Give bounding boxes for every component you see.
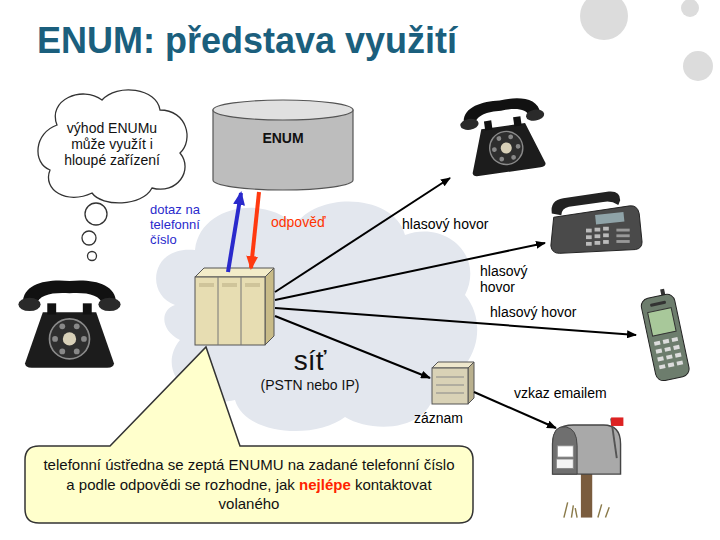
arrow-label: dotaz na telefonní číslo bbox=[150, 203, 222, 248]
line-label: hlasový hovor bbox=[480, 263, 542, 295]
network-subtitle: (PSTN nebo IP) bbox=[261, 377, 360, 393]
device-label: záznam bbox=[414, 410, 463, 426]
network-title: síť bbox=[294, 345, 326, 377]
cloud-outline bbox=[38, 90, 187, 203]
callout-box: telefonní ústředna se zeptá ENUMU na zad… bbox=[25, 446, 473, 523]
recorder-server bbox=[432, 362, 474, 404]
callout-emphasis: nejlépe bbox=[299, 476, 351, 493]
cylinder-top bbox=[213, 100, 353, 120]
mobile-phone bbox=[639, 287, 691, 382]
rotary-phone bbox=[458, 94, 552, 177]
telephone-exchange bbox=[195, 268, 274, 345]
decor-circles bbox=[580, 0, 713, 81]
line-label: hlasový hovor bbox=[402, 216, 488, 232]
callout-outline bbox=[25, 347, 473, 523]
thought-bubbles bbox=[82, 203, 107, 261]
line-label: vzkaz emailem bbox=[514, 385, 607, 401]
database-label: ENUM bbox=[213, 130, 353, 146]
office-phone bbox=[551, 192, 642, 254]
thought-cloud: výhod ENUMu může využít i hloupé zařízen… bbox=[32, 85, 192, 203]
mailbox bbox=[553, 417, 624, 517]
cylinder-body bbox=[213, 110, 353, 190]
slide-title: ENUM: představa využití bbox=[37, 20, 457, 62]
database-cylinder: ENUM bbox=[213, 100, 353, 190]
caller-phone bbox=[18, 281, 120, 368]
arrow-label: odpověď bbox=[271, 214, 326, 230]
thought-text: výhod ENUMu může využít i hloupé zařízen… bbox=[58, 120, 166, 168]
line-label: hlasový hovor bbox=[490, 304, 576, 320]
